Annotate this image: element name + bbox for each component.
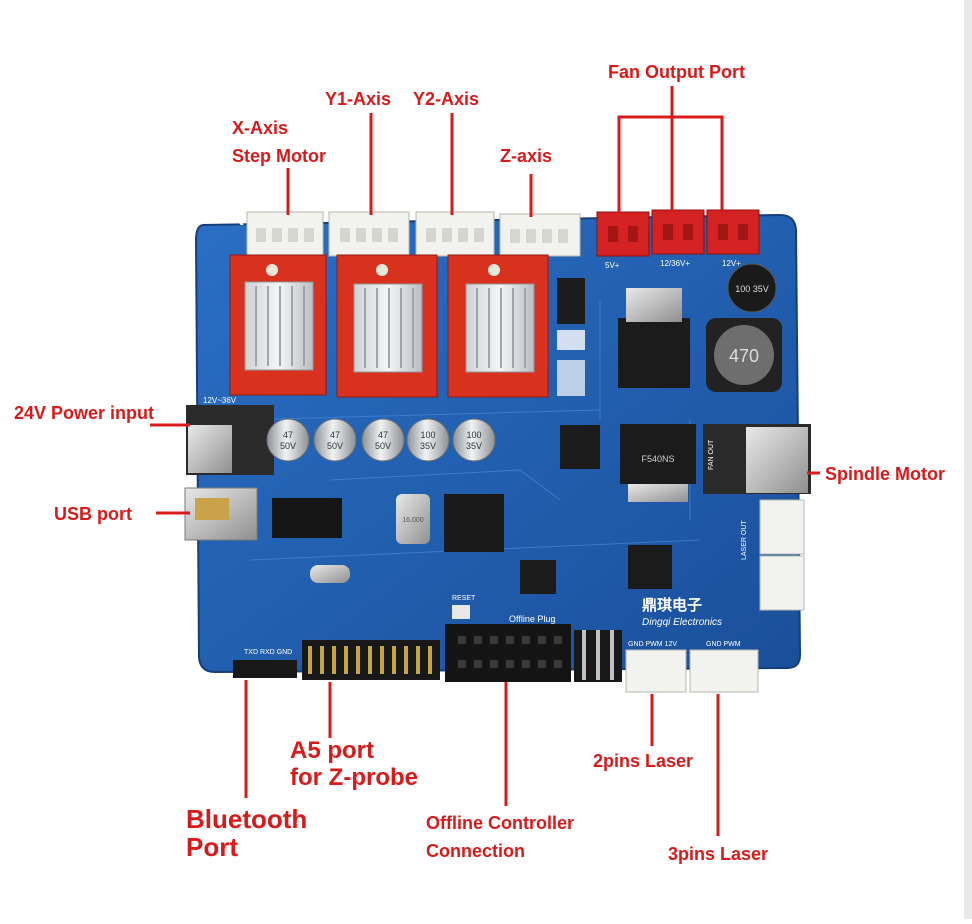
fan-out-text: FAN OUT bbox=[708, 439, 715, 470]
label-y2-axis: Y2-Axis bbox=[413, 89, 480, 109]
cap-1-value: 47 bbox=[283, 430, 293, 440]
inductor-text: 470 bbox=[729, 346, 759, 366]
label-x-axis: X-Axis bbox=[232, 118, 289, 138]
voltage-label: 12V~36V bbox=[203, 396, 237, 405]
label-z-axis: Z-axis bbox=[500, 146, 553, 166]
pointer-lines bbox=[150, 86, 820, 836]
cap-4-value: 100 bbox=[420, 430, 435, 440]
brand: 鼎琪电子 Dingqi Electronics bbox=[642, 596, 722, 628]
label-a5-port: A5 port bbox=[290, 737, 374, 764]
label-2pin-laser: 2pins Laser bbox=[593, 751, 694, 771]
power-jack: 12V~36V bbox=[186, 396, 274, 475]
reset-label: RESET bbox=[452, 595, 476, 602]
cap-3-rating: 50V bbox=[375, 441, 391, 451]
laser-pins-a: GND PWM 12V bbox=[628, 641, 677, 648]
brand-en: Dingqi Electronics bbox=[642, 617, 722, 628]
cap-2-rating: 50V bbox=[327, 441, 343, 451]
cap-3-value: 47 bbox=[378, 430, 388, 440]
usb-connector bbox=[184, 487, 258, 541]
mosfet-text: F540NS bbox=[641, 454, 674, 464]
mosfets: F540NS bbox=[560, 424, 696, 589]
cap-2-value: 47 bbox=[330, 430, 340, 440]
spindle-jack: FAN OUT bbox=[703, 424, 811, 494]
jumper-blocks bbox=[557, 278, 585, 396]
offline-plug-label: Offline Plug bbox=[509, 614, 555, 624]
brand-cn: 鼎琪电子 bbox=[642, 596, 702, 614]
label-fan-output: Fan Output Port bbox=[608, 62, 745, 82]
label-spindle-motor: Spindle Motor bbox=[825, 464, 945, 484]
bottom-headers: RESET Offline Plug TXD RXD GND GND PWM 1… bbox=[233, 595, 759, 693]
stepper-drivers bbox=[229, 254, 549, 398]
label-offline-controller: Offline Controller bbox=[426, 813, 574, 833]
cap-1-rating: 50V bbox=[280, 441, 296, 451]
cap-4-rating: 35V bbox=[420, 441, 436, 451]
fan-label-3: 12V+ bbox=[722, 259, 741, 268]
motor-connectors bbox=[246, 211, 581, 257]
label-bluetooth-port: Port bbox=[186, 832, 238, 862]
driver-x bbox=[229, 254, 327, 396]
label-a5-zprobe: for Z-probe bbox=[290, 764, 418, 791]
label-3pin-laser: 3pins Laser bbox=[668, 844, 769, 864]
right-edge-strip bbox=[964, 0, 972, 919]
laser-out-connectors: LASER OUT bbox=[741, 499, 805, 611]
cap-5-rating: 35V bbox=[466, 441, 482, 451]
label-power-input: 24V Power input bbox=[14, 403, 155, 423]
label-y1-axis: Y1-Axis bbox=[325, 89, 392, 109]
laser-out-text: LASER OUT bbox=[741, 520, 748, 560]
fan-output-connectors: 5V+ 12/36V+ 12V+ bbox=[596, 209, 760, 270]
fan-label-1: 5V+ bbox=[605, 261, 620, 270]
laser-pins-b: GND PWM bbox=[706, 641, 741, 648]
label-usb-port: USB port bbox=[54, 504, 132, 524]
power-section: 470 100 35V bbox=[618, 263, 782, 392]
label-bluetooth: Bluetooth bbox=[186, 804, 308, 834]
chips: 16.000 bbox=[272, 494, 556, 594]
cap-5-value: 100 bbox=[466, 430, 481, 440]
capacitor-row: 47 50V 47 50V 47 50V 100 35V 100 35V bbox=[266, 418, 496, 462]
big-cap-text: 100 35V bbox=[735, 284, 769, 294]
crystal-text: 16.000 bbox=[402, 517, 424, 524]
label-x-axis-step-motor: Step Motor bbox=[232, 146, 326, 166]
driver-y1 bbox=[336, 254, 438, 398]
fan-label-2: 12/36V+ bbox=[660, 259, 690, 268]
bt-pins-label: TXD RXD GND bbox=[244, 649, 292, 656]
driver-y2 bbox=[447, 254, 549, 398]
label-offline-connection: Connection bbox=[426, 841, 525, 861]
